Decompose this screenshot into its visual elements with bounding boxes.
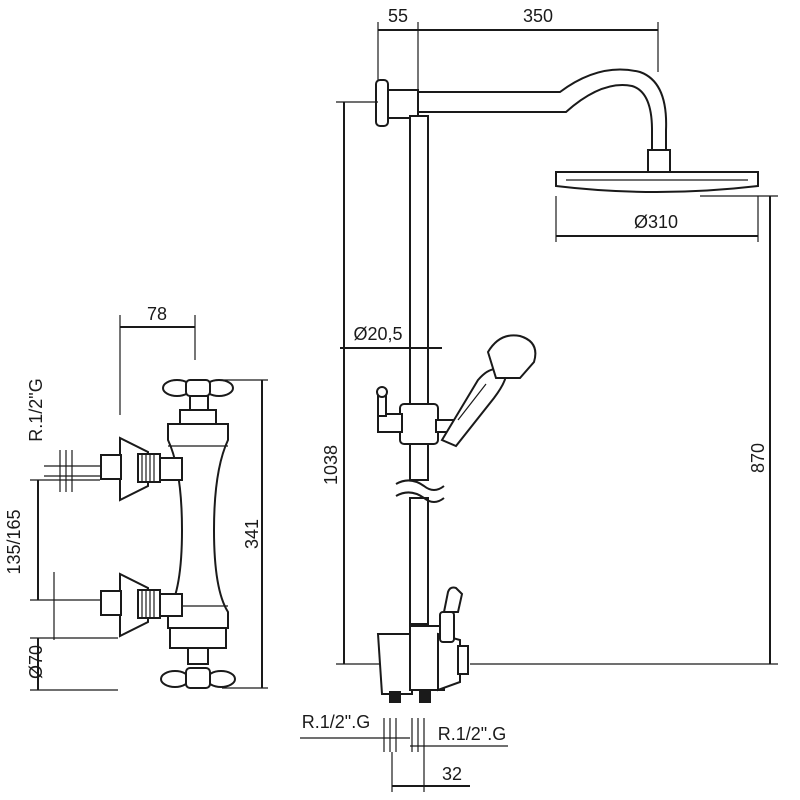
dim-head-height: 870 [748,443,768,473]
slider-holder [376,386,459,445]
shower-arm [417,68,668,151]
bottom-cross-handle [160,627,236,689]
top-cross-handle [162,379,234,434]
dim-bottom-thread-right: R.1/2".G [438,724,506,744]
upper-inlet [100,436,183,502]
lower-inlet [100,572,183,638]
shower-head [555,149,759,193]
right-dimension-lines [300,22,778,792]
dim-bottom-spacing: 32 [442,764,462,784]
dim-escutcheon-diameter: Ø70 [26,645,46,679]
dim-riser-height: 1038 [321,445,341,485]
dim-riser-diameter: Ø20,5 [353,324,402,344]
dim-arm-length: 350 [523,6,553,26]
left-dimension-lines [30,315,268,691]
dim-valve-height: 341 [242,519,262,549]
diverter [376,586,469,703]
thermostatic-valve [100,379,236,689]
dim-bottom-thread-left: R.1/2".G [302,712,370,732]
shower-column [375,68,759,703]
dim-valve-thread: R.1/2"G [26,378,46,441]
wall-flange [375,79,389,127]
riser-pipe [409,115,429,481]
dim-head-diameter: Ø310 [634,212,678,232]
dim-inlet-spacing: 135/165 [4,509,24,574]
dim-valve-width: 78 [147,304,167,324]
dim-wall-offset: 55 [388,6,408,26]
hand-shower [440,334,537,448]
